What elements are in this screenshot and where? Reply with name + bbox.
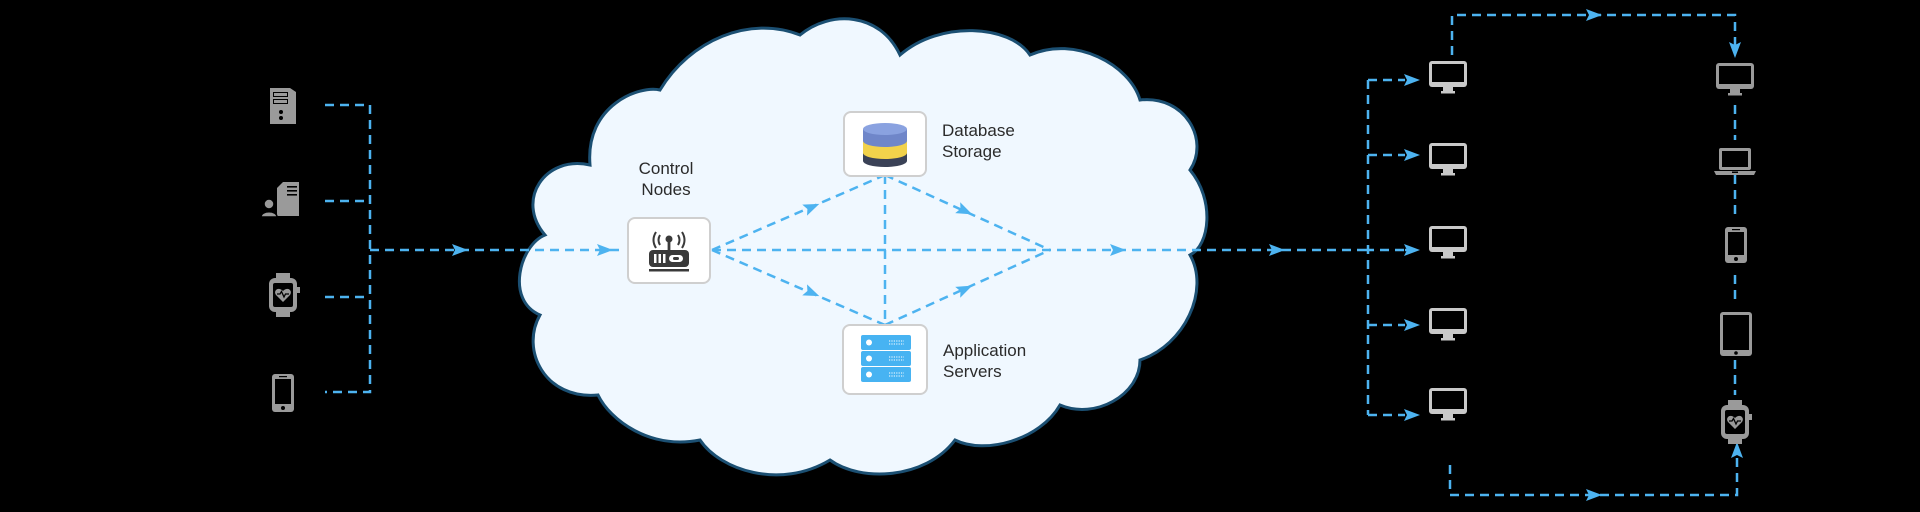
arrow-chain-down [1729, 42, 1741, 58]
user-server-icon [260, 182, 299, 218]
monitor-icon [1429, 226, 1467, 259]
server-rack-icon [861, 335, 911, 382]
router-icon [649, 231, 689, 272]
database-storage-label: Database Storage [942, 120, 1015, 162]
monitor-icon [1429, 308, 1467, 341]
database-storage-label-line2: Storage [942, 142, 1002, 161]
arrow-control-app [802, 284, 820, 297]
output-chain-device-5 [1719, 400, 1753, 449]
output-monitor-1 [1428, 60, 1468, 101]
connector-input-1 [325, 103, 372, 394]
arrow-monitor-3 [1404, 244, 1420, 256]
arrow-chain-bottom [1586, 489, 1602, 501]
cloud-shape [517, 17, 1209, 477]
output-chain-device-4 [1719, 311, 1753, 362]
arrow-monitor-4 [1404, 319, 1420, 331]
output-monitor-2 [1428, 142, 1468, 183]
arrow-input-2 [597, 244, 613, 256]
control-nodes-node[interactable] [627, 217, 711, 284]
database-storage-node[interactable] [843, 111, 927, 177]
connector-control-db [711, 173, 886, 252]
tablet-icon [1720, 312, 1752, 356]
input-device-user-workstation [260, 180, 301, 220]
control-nodes-label-line2: Nodes [641, 180, 691, 199]
smartphone-icon [272, 374, 294, 412]
server-tower-icon [270, 88, 296, 124]
output-monitor-4 [1428, 307, 1468, 348]
arrow-cloud-out [1110, 244, 1126, 256]
control-nodes-label-line1: Control [638, 159, 694, 178]
smartwatch-icon [1721, 400, 1752, 444]
monitor-icon [1716, 63, 1754, 96]
output-chain-device-3 [1724, 226, 1748, 269]
connector-control-app [711, 248, 886, 327]
arrow-chain-up [1731, 442, 1743, 458]
output-monitor-5 [1428, 387, 1468, 428]
application-servers-label-line1: Application [943, 341, 1027, 360]
arrow-app-merge [955, 285, 973, 298]
arrow-monitor-2 [1404, 149, 1420, 161]
application-servers-label: Application Servers [943, 340, 1026, 382]
arrow-control-db [802, 203, 820, 216]
arrow-chain-top [1586, 9, 1602, 21]
monitor-icon [1429, 143, 1467, 176]
arrow-db-merge [955, 202, 973, 215]
smartphone-icon [1725, 227, 1747, 263]
monitor-icon [1429, 388, 1467, 421]
smartwatch-icon [269, 273, 300, 317]
input-device-smartwatch [268, 273, 300, 317]
application-servers-label-line2: Servers [943, 362, 1002, 381]
laptop-icon [1714, 148, 1756, 175]
arrow-input-1 [452, 244, 468, 256]
output-chain-device-2 [1713, 146, 1757, 183]
input-device-smartphone [271, 373, 295, 413]
monitor-icon [1429, 61, 1467, 94]
connector-chain-top [1450, 13, 1737, 55]
arrow-monitor-1 [1404, 74, 1420, 86]
input-device-tower-server [268, 86, 298, 126]
output-monitor-3 [1428, 225, 1468, 266]
database-storage-label-line1: Database [942, 121, 1015, 140]
application-servers-node[interactable] [842, 324, 928, 395]
arrow-right-main [1269, 244, 1285, 256]
database-icon [863, 123, 907, 167]
output-chain-device-1 [1715, 62, 1755, 103]
connector-chain-bottom [1448, 455, 1739, 497]
control-nodes-label: Control Nodes [628, 158, 704, 200]
arrow-monitor-5 [1404, 409, 1420, 421]
